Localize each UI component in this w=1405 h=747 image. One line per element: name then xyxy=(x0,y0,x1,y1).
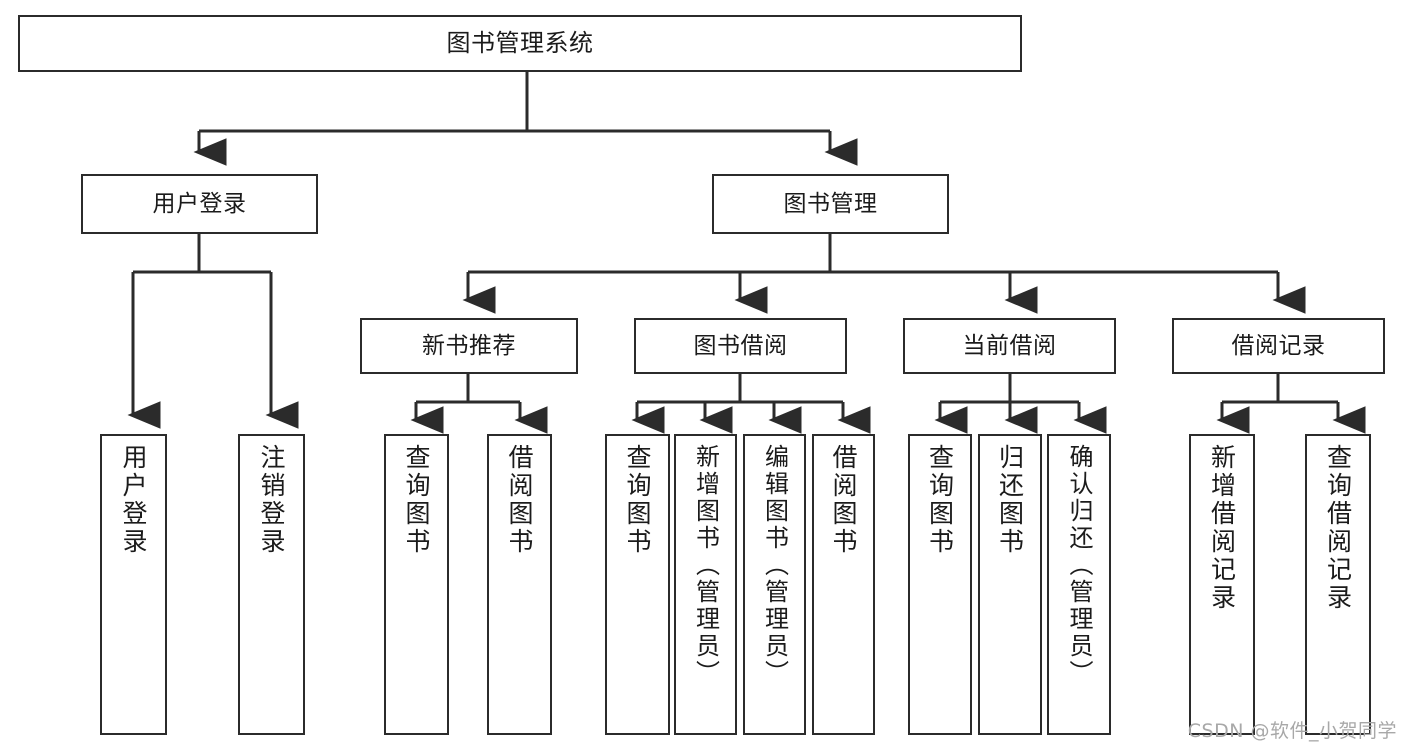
leaf-edit-book-admin[interactable]: 编辑图书（管理员） xyxy=(743,434,806,735)
leaf-query-book-borrow[interactable]: 查询图书 xyxy=(605,434,670,735)
leaf-query-book-rec[interactable]: 查询图书 xyxy=(384,434,449,735)
leaf-add-borrow-record-label: 新增借阅记录 xyxy=(1207,444,1237,612)
leaf-query-borrow-record[interactable]: 查询借阅记录 xyxy=(1305,434,1371,735)
leaf-logout-login[interactable]: 注销登录 xyxy=(238,434,305,735)
leaf-logout-login-label: 注销登录 xyxy=(257,444,286,556)
node-current-borrow[interactable]: 当前借阅 xyxy=(903,318,1116,374)
leaf-borrow-book-rec[interactable]: 借阅图书 xyxy=(487,434,552,735)
leaf-user-login[interactable]: 用户登录 xyxy=(100,434,167,735)
leaf-borrow-book-label: 借阅图书 xyxy=(829,444,858,556)
node-borrow-record[interactable]: 借阅记录 xyxy=(1172,318,1385,374)
leaf-borrow-book-rec-label: 借阅图书 xyxy=(505,444,534,556)
leaf-confirm-return-admin[interactable]: 确认归还（管理员） xyxy=(1047,434,1111,735)
leaf-user-login-label: 用户登录 xyxy=(119,444,148,556)
leaf-edit-book-admin-label: 编辑图书（管理员） xyxy=(760,444,789,687)
node-book-borrow[interactable]: 图书借阅 xyxy=(634,318,847,374)
leaf-add-book-admin[interactable]: 新增图书（管理员） xyxy=(674,434,737,735)
leaf-query-book-current[interactable]: 查询图书 xyxy=(908,434,972,735)
node-root-label: 图书管理系统 xyxy=(446,28,594,57)
node-borrow-record-label: 借阅记录 xyxy=(1231,332,1326,359)
leaf-return-book[interactable]: 归还图书 xyxy=(978,434,1042,735)
leaf-add-book-admin-label: 新增图书（管理员） xyxy=(691,444,720,687)
leaf-add-borrow-record[interactable]: 新增借阅记录 xyxy=(1189,434,1255,735)
node-new-book-recommend-label: 新书推荐 xyxy=(422,332,516,359)
node-user-login-label: 用户登录 xyxy=(152,190,247,217)
csdn-watermark: CSDN @软件_小贺同学 xyxy=(1187,720,1397,742)
node-book-manage[interactable]: 图书管理 xyxy=(712,174,949,234)
node-book-manage-label: 图书管理 xyxy=(783,190,878,217)
leaf-return-book-label: 归还图书 xyxy=(995,444,1025,556)
node-new-book-recommend[interactable]: 新书推荐 xyxy=(360,318,578,374)
leaf-query-book-borrow-label: 查询图书 xyxy=(623,444,652,556)
leaf-query-book-rec-label: 查询图书 xyxy=(402,444,431,556)
node-user-login[interactable]: 用户登录 xyxy=(81,174,318,234)
leaf-query-book-current-label: 查询图书 xyxy=(925,444,955,556)
leaf-confirm-return-admin-label: 确认归还（管理员） xyxy=(1065,444,1093,687)
node-root[interactable]: 图书管理系统 xyxy=(18,15,1022,72)
leaf-borrow-book[interactable]: 借阅图书 xyxy=(812,434,875,735)
node-current-borrow-label: 当前借阅 xyxy=(962,332,1057,359)
node-book-borrow-label: 图书借阅 xyxy=(693,332,788,359)
leaf-query-borrow-record-label: 查询借阅记录 xyxy=(1323,444,1353,612)
